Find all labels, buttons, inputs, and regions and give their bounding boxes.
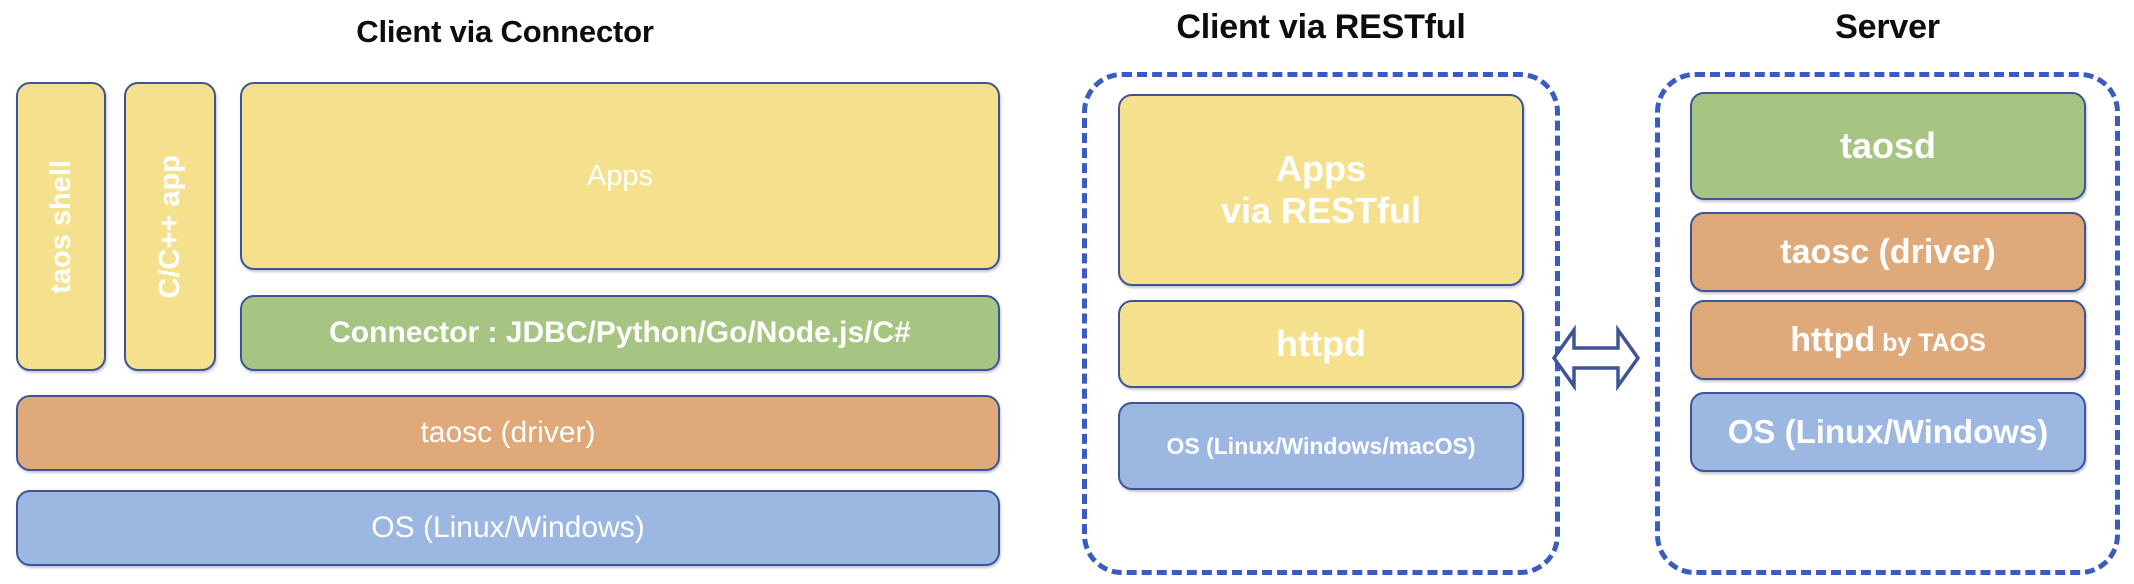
box-apps-label: Apps: [586, 159, 654, 192]
box-taos-shell: taos shell: [16, 82, 106, 371]
panel-title-client-restful: Client via RESTful: [1176, 8, 1466, 46]
box-os-server-label: OS (Linux/Windows): [1727, 413, 2049, 450]
box-os-server: OS (Linux/Windows): [1690, 392, 2086, 472]
box-apps-via-restful-line2: via RESTful: [1220, 190, 1422, 231]
box-taosc-driver-label: taosc (driver): [420, 416, 596, 449]
box-taos-shell-label: taos shell: [44, 159, 77, 294]
box-taosd-label: taosd: [1839, 125, 1936, 166]
box-httpd-client: httpd: [1118, 300, 1524, 388]
panel-title-client-connector: Client via Connector: [356, 14, 654, 49]
box-apps-via-restful: Apps via RESTful: [1118, 94, 1524, 286]
box-apps: Apps: [240, 82, 1000, 270]
panel-title-server: Server: [1835, 8, 1940, 46]
box-apps-via-restful-label: Apps via RESTful: [1221, 148, 1421, 233]
box-cpp-app-label: C/C++ app: [153, 154, 186, 299]
box-httpd-client-label: httpd: [1276, 323, 1366, 364]
box-cpp-app: C/C++ app: [124, 82, 216, 371]
box-httpd-server-main: httpd: [1790, 320, 1876, 359]
box-taosc-driver-server-label: taosc (driver): [1780, 232, 1996, 271]
double-headed-arrow-icon: [1548, 322, 1644, 394]
box-httpd-server-sub: by TAOS: [1875, 328, 1986, 357]
box-connector: Connector : JDBC/Python/Go/Node.js/C#: [240, 295, 1000, 371]
box-httpd-server: httpd by TAOS: [1690, 300, 2086, 380]
box-httpd-server-label: httpd by TAOS: [1790, 321, 1986, 360]
box-taosd: taosd: [1690, 92, 2086, 200]
box-taosc-driver: taosc (driver): [16, 395, 1000, 471]
box-os-client-label: OS (Linux/Windows): [371, 511, 645, 544]
group-border-client-restful: [1082, 72, 1560, 575]
box-apps-via-restful-line1: Apps: [1275, 147, 1366, 189]
box-os-restful-label: OS (Linux/Windows/macOS): [1166, 432, 1476, 459]
box-os-client: OS (Linux/Windows): [16, 490, 1000, 566]
box-connector-label: Connector : JDBC/Python/Go/Node.js/C#: [329, 316, 911, 349]
box-os-restful: OS (Linux/Windows/macOS): [1118, 402, 1524, 490]
group-border-server: [1655, 72, 2120, 575]
box-taosc-driver-server: taosc (driver): [1690, 212, 2086, 292]
